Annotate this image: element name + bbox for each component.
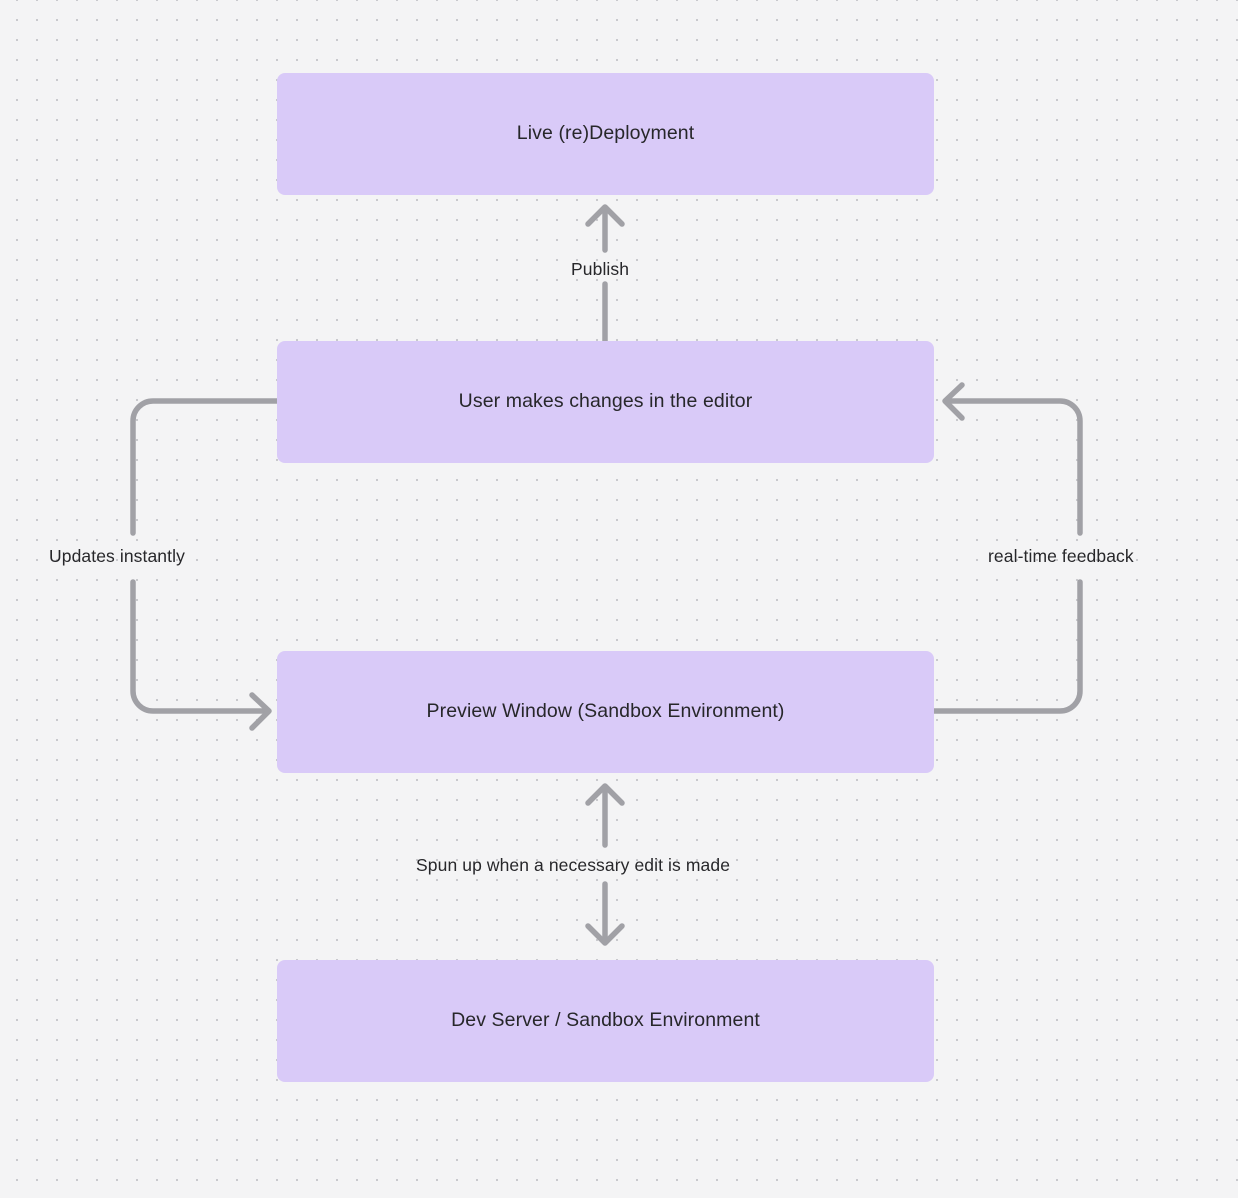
edge-label-updates-instantly: Updates instantly	[49, 546, 185, 566]
node-live-deployment[interactable]: Live (re)Deployment	[277, 73, 934, 195]
node-user-edits-label: User makes changes in the editor	[458, 390, 753, 413]
node-preview-window[interactable]: Preview Window (Sandbox Environment)	[277, 651, 934, 773]
node-user-edits[interactable]: User makes changes in the editor	[277, 341, 934, 463]
node-live-deployment-label: Live (re)Deployment	[516, 122, 695, 145]
edge-label-real-time-feedback: real-time feedback	[988, 546, 1134, 566]
edge-label-spun-up: Spun up when a necessary edit is made	[416, 855, 731, 875]
edge-label-publish: Publish	[571, 259, 630, 279]
node-preview-window-label: Preview Window (Sandbox Environment)	[426, 700, 785, 723]
node-dev-server[interactable]: Dev Server / Sandbox Environment	[277, 960, 934, 1082]
node-dev-server-label: Dev Server / Sandbox Environment	[451, 1009, 760, 1032]
